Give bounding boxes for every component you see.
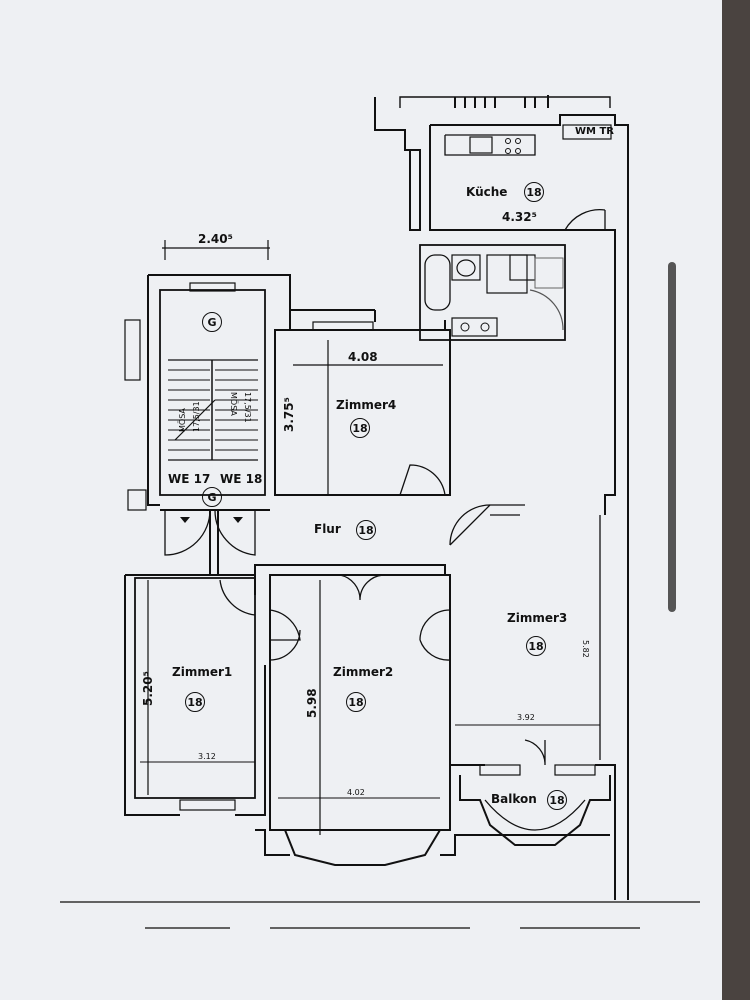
stair-width-dimension: 2.40⁵ <box>198 232 233 246</box>
stair-g-bottom: G <box>202 487 222 507</box>
zimmer1-number: 18 <box>185 692 205 712</box>
we18-label: WE 18 <box>220 472 263 486</box>
zimmer4-number: 18 <box>350 418 370 438</box>
balkon-label: Balkon <box>491 792 537 806</box>
zimmer2-number: 18 <box>346 692 366 712</box>
zimmer3-width-dimension: 3.92 <box>517 713 535 722</box>
stair-text-right-1: MÖSA <box>229 392 238 416</box>
kueche-number: 18 <box>524 182 544 202</box>
flur-number: 18 <box>356 520 376 540</box>
zimmer4-width-dimension: 4.08 <box>348 350 378 364</box>
zimmer2-label: Zimmer2 <box>333 665 394 679</box>
stair-g-top: G <box>202 312 222 332</box>
kueche-label: Küche <box>466 185 508 199</box>
kueche-dimension: 4.32⁵ <box>502 210 537 224</box>
kitchen-wall <box>374 97 415 151</box>
zimmer3-label: Zimmer3 <box>507 611 568 625</box>
dimension-bar <box>668 262 676 612</box>
zimmer3-number: 18 <box>526 636 546 656</box>
zimmer1-height-dimension: 5.20⁵ <box>141 671 155 706</box>
stair-arrow-left-icon <box>180 517 190 523</box>
kitchen-wall-left <box>409 149 421 231</box>
stair-text-right-2: 17,5/31 <box>243 392 252 423</box>
zimmer2-width-dimension: 4.02 <box>347 788 365 797</box>
stair-text-left-2: 17,5/31 <box>192 401 201 432</box>
flur-label: Flur <box>314 522 341 536</box>
stair-arrow-right-icon <box>233 517 243 523</box>
kitchen-appliance-label: WM TR <box>575 126 614 137</box>
zimmer1-label: Zimmer1 <box>172 665 233 679</box>
paper-edge <box>722 0 750 1000</box>
balkon-number: 18 <box>547 790 567 810</box>
we17-label: WE 17 <box>168 472 211 486</box>
zimmer1-width-dimension: 3.12 <box>198 752 216 761</box>
zimmer3-height-dimension: 5.82 <box>581 640 590 658</box>
zimmer4-label: Zimmer4 <box>336 398 397 412</box>
stair-text-left-1: MÖSA <box>178 408 187 432</box>
zimmer4-height-dimension: 3.75⁵ <box>282 397 296 432</box>
zimmer2-height-dimension: 5.98 <box>305 688 319 718</box>
